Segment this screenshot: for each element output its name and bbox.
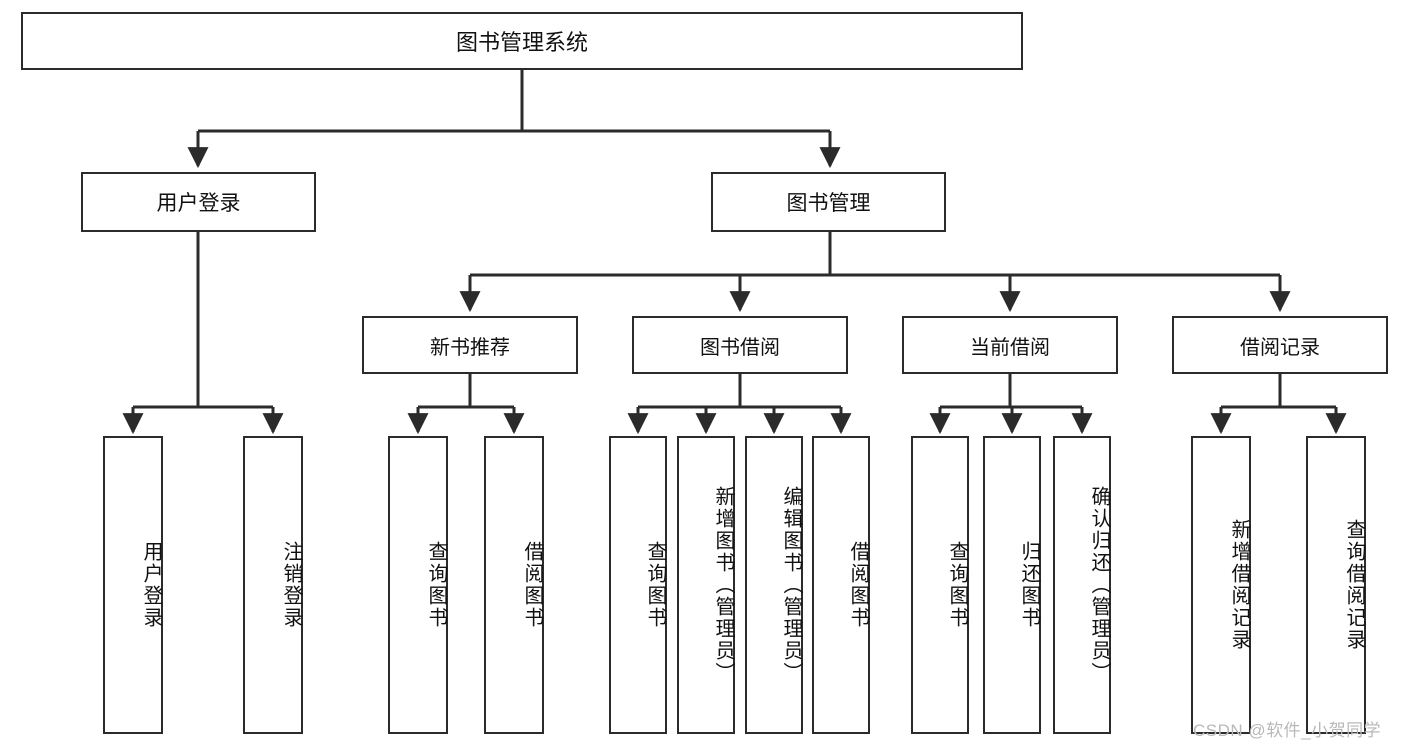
csdn-watermark: CSDN @软件_小贺同学 — [1193, 721, 1382, 740]
node-leaf-add-book[interactable]: 新增图书（管理员） — [677, 436, 735, 734]
node-label: 用户登录 — [156, 192, 241, 215]
node-leaf-add-borrow-record[interactable]: 新增借阅记录 — [1191, 436, 1251, 734]
node-label: 查询图书 — [946, 541, 968, 629]
node-label: 新书推荐 — [430, 336, 510, 359]
node-current-borrow[interactable]: 当前借阅 — [902, 316, 1118, 374]
node-label: 图书管理 — [786, 192, 871, 215]
node-label: 查询图书 — [644, 541, 666, 629]
node-label: 新增图书（管理员） — [712, 486, 734, 684]
node-label: 当前借阅 — [970, 336, 1050, 359]
node-borrow-record[interactable]: 借阅记录 — [1172, 316, 1388, 374]
node-leaf-user-logout[interactable]: 注销登录 — [243, 436, 303, 734]
node-leaf-edit-book[interactable]: 编辑图书（管理员） — [745, 436, 803, 734]
node-book-manage[interactable]: 图书管理 — [711, 172, 946, 232]
node-book-borrow[interactable]: 图书借阅 — [632, 316, 848, 374]
node-label: 图书借阅 — [700, 336, 780, 359]
node-leaf-query-book-3[interactable]: 查询图书 — [911, 436, 969, 734]
node-label: 借阅记录 — [1240, 336, 1320, 359]
node-label: 编辑图书（管理员） — [780, 486, 802, 684]
node-leaf-query-book-1[interactable]: 查询图书 — [388, 436, 448, 734]
node-label: 借阅图书 — [521, 541, 543, 629]
node-leaf-query-book-2[interactable]: 查询图书 — [609, 436, 667, 734]
node-leaf-return-book[interactable]: 归还图书 — [983, 436, 1041, 734]
node-label: 注销登录 — [280, 541, 302, 629]
node-leaf-confirm-return[interactable]: 确认归还（管理员） — [1053, 436, 1111, 734]
node-label: 新增借阅记录 — [1228, 519, 1250, 651]
node-label: 用户登录 — [140, 541, 162, 629]
node-label: 归还图书 — [1018, 541, 1040, 629]
node-label: 借阅图书 — [847, 541, 869, 629]
node-leaf-user-login[interactable]: 用户登录 — [103, 436, 163, 734]
node-leaf-borrow-book-1[interactable]: 借阅图书 — [484, 436, 544, 734]
node-label: 查询借阅记录 — [1343, 519, 1365, 651]
node-leaf-query-borrow-record[interactable]: 查询借阅记录 — [1306, 436, 1366, 734]
node-user-login[interactable]: 用户登录 — [81, 172, 316, 232]
node-new-book-recommend[interactable]: 新书推荐 — [362, 316, 578, 374]
node-label: 查询图书 — [425, 541, 447, 629]
node-label: 确认归还（管理员） — [1088, 486, 1110, 684]
node-book-management-system[interactable]: 图书管理系统 — [21, 12, 1023, 70]
node-label: 图书管理系统 — [455, 30, 588, 55]
node-leaf-borrow-book-2[interactable]: 借阅图书 — [812, 436, 870, 734]
